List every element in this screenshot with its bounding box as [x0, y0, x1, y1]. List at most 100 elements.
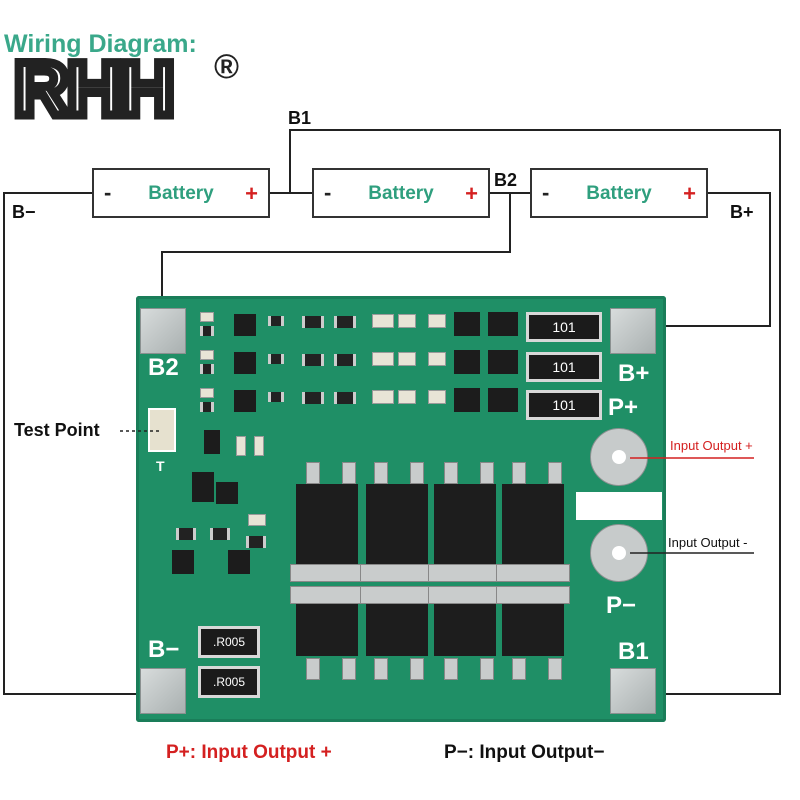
input-output-minus-label: Input Output - [668, 535, 748, 550]
mosfet-tab [496, 564, 570, 582]
mosfet-tab [428, 564, 502, 582]
smd-transistor [234, 314, 256, 336]
smd-resistor [334, 316, 356, 328]
smd-resistor [268, 392, 284, 402]
shunt-resistor-b: .R005 [198, 666, 260, 698]
test-point-connector [148, 408, 176, 452]
smd-resistor [302, 392, 324, 404]
silk-white-block [576, 492, 662, 520]
wire-label-b1: B1 [288, 108, 312, 128]
battery-label: Battery [148, 183, 214, 204]
logo-text: RHH [10, 47, 180, 132]
protection-ic [488, 350, 518, 374]
smd-transistor [192, 472, 214, 502]
smd-capacitor [372, 352, 394, 366]
smd-capacitor [428, 314, 446, 328]
smd-capacitor [372, 314, 394, 328]
footer-p-minus: P−: Input Output− [444, 742, 605, 763]
smd-capacitor [398, 390, 416, 404]
pad-label-b2: B2 [148, 354, 179, 381]
mosfet-leg [480, 658, 494, 680]
pad-label-b-minus: B− [148, 636, 180, 663]
protection-ic [488, 388, 518, 412]
mosfet-leg [444, 462, 458, 484]
smd-transistor [216, 482, 238, 504]
battery-label: Battery [368, 183, 434, 204]
wire-b1-main [289, 129, 781, 695]
wire-label-b2: B2 [494, 170, 518, 190]
brand-logo: RHH ® [10, 47, 254, 132]
pad-b2 [140, 308, 186, 354]
mosfet-leg [548, 658, 562, 680]
smd-capacitor [200, 312, 214, 322]
pad-b1 [610, 668, 656, 714]
mosfet-tab [360, 586, 434, 604]
battery-3: - Battery + [530, 168, 708, 218]
pad-label-p-plus: P+ [608, 394, 639, 421]
smd-resistor [200, 326, 214, 336]
mosfet-tab [496, 586, 570, 604]
wire-label-b-minus: B− [12, 202, 36, 222]
battery-pos-terminal: + [683, 181, 696, 206]
mosfet [366, 604, 428, 656]
resistor-101-c: 101 [526, 390, 602, 420]
smd-capacitor [372, 390, 394, 404]
mosfet-tab [290, 586, 364, 604]
pad-label-b-plus: B+ [618, 360, 650, 387]
input-output-plus-label: Input Output + [670, 438, 753, 453]
input-output-minus-leader [630, 552, 754, 554]
mosfet [502, 604, 564, 656]
mosfet-leg [480, 462, 494, 484]
mosfet-leg [512, 658, 526, 680]
protection-ic [454, 388, 480, 412]
mosfet-tab [360, 564, 434, 582]
mosfet-leg [306, 462, 320, 484]
smd-capacitor [254, 436, 264, 456]
smd-resistor [334, 392, 356, 404]
mosfet [434, 604, 496, 656]
pad-b-plus [610, 308, 656, 354]
wire-b-plus [660, 192, 771, 327]
pad-label-b1: B1 [618, 638, 649, 665]
smd-resistor [246, 536, 266, 548]
wire-b-minus [3, 192, 136, 695]
battery-1: - Battery + [92, 168, 270, 218]
smd-capacitor [428, 390, 446, 404]
battery-neg-terminal: - [542, 180, 550, 205]
protection-ic [454, 350, 480, 374]
smd-diode [204, 430, 220, 454]
smd-capacitor [398, 314, 416, 328]
output-hole-p-plus [590, 428, 648, 486]
mosfet [502, 484, 564, 564]
resistor-101-b: 101 [526, 352, 602, 382]
smd-capacitor [428, 352, 446, 366]
battery-pos-terminal: + [245, 181, 258, 206]
smd-resistor [176, 528, 196, 540]
mosfet-leg [342, 658, 356, 680]
footer-p-plus: P+: Input Output + [166, 742, 332, 763]
smd-resistor [268, 316, 284, 326]
mosfet-leg [306, 658, 320, 680]
smd-capacitor [248, 514, 266, 526]
mosfet [366, 484, 428, 564]
smd-resistor [302, 316, 324, 328]
smd-resistor [302, 354, 324, 366]
protection-ic [454, 312, 480, 336]
resistor-101-a: 101 [526, 312, 602, 342]
test-point-leader [120, 430, 160, 432]
mosfet-leg [374, 462, 388, 484]
mosfet [296, 484, 358, 564]
smd-resistor [334, 354, 356, 366]
mosfet-leg [410, 462, 424, 484]
battery-2: - Battery + [312, 168, 490, 218]
shunt-resistor-a: .R005 [198, 626, 260, 658]
battery-label: Battery [586, 183, 652, 204]
smd-transistor [234, 352, 256, 374]
mosfet-leg [410, 658, 424, 680]
smd-transistor [234, 390, 256, 412]
bms-pcb-board: B2 B+ P+ B− B1 101 101 101 T [136, 296, 666, 722]
mosfet-leg [342, 462, 356, 484]
smd-capacitor [398, 352, 416, 366]
protection-ic [488, 312, 518, 336]
